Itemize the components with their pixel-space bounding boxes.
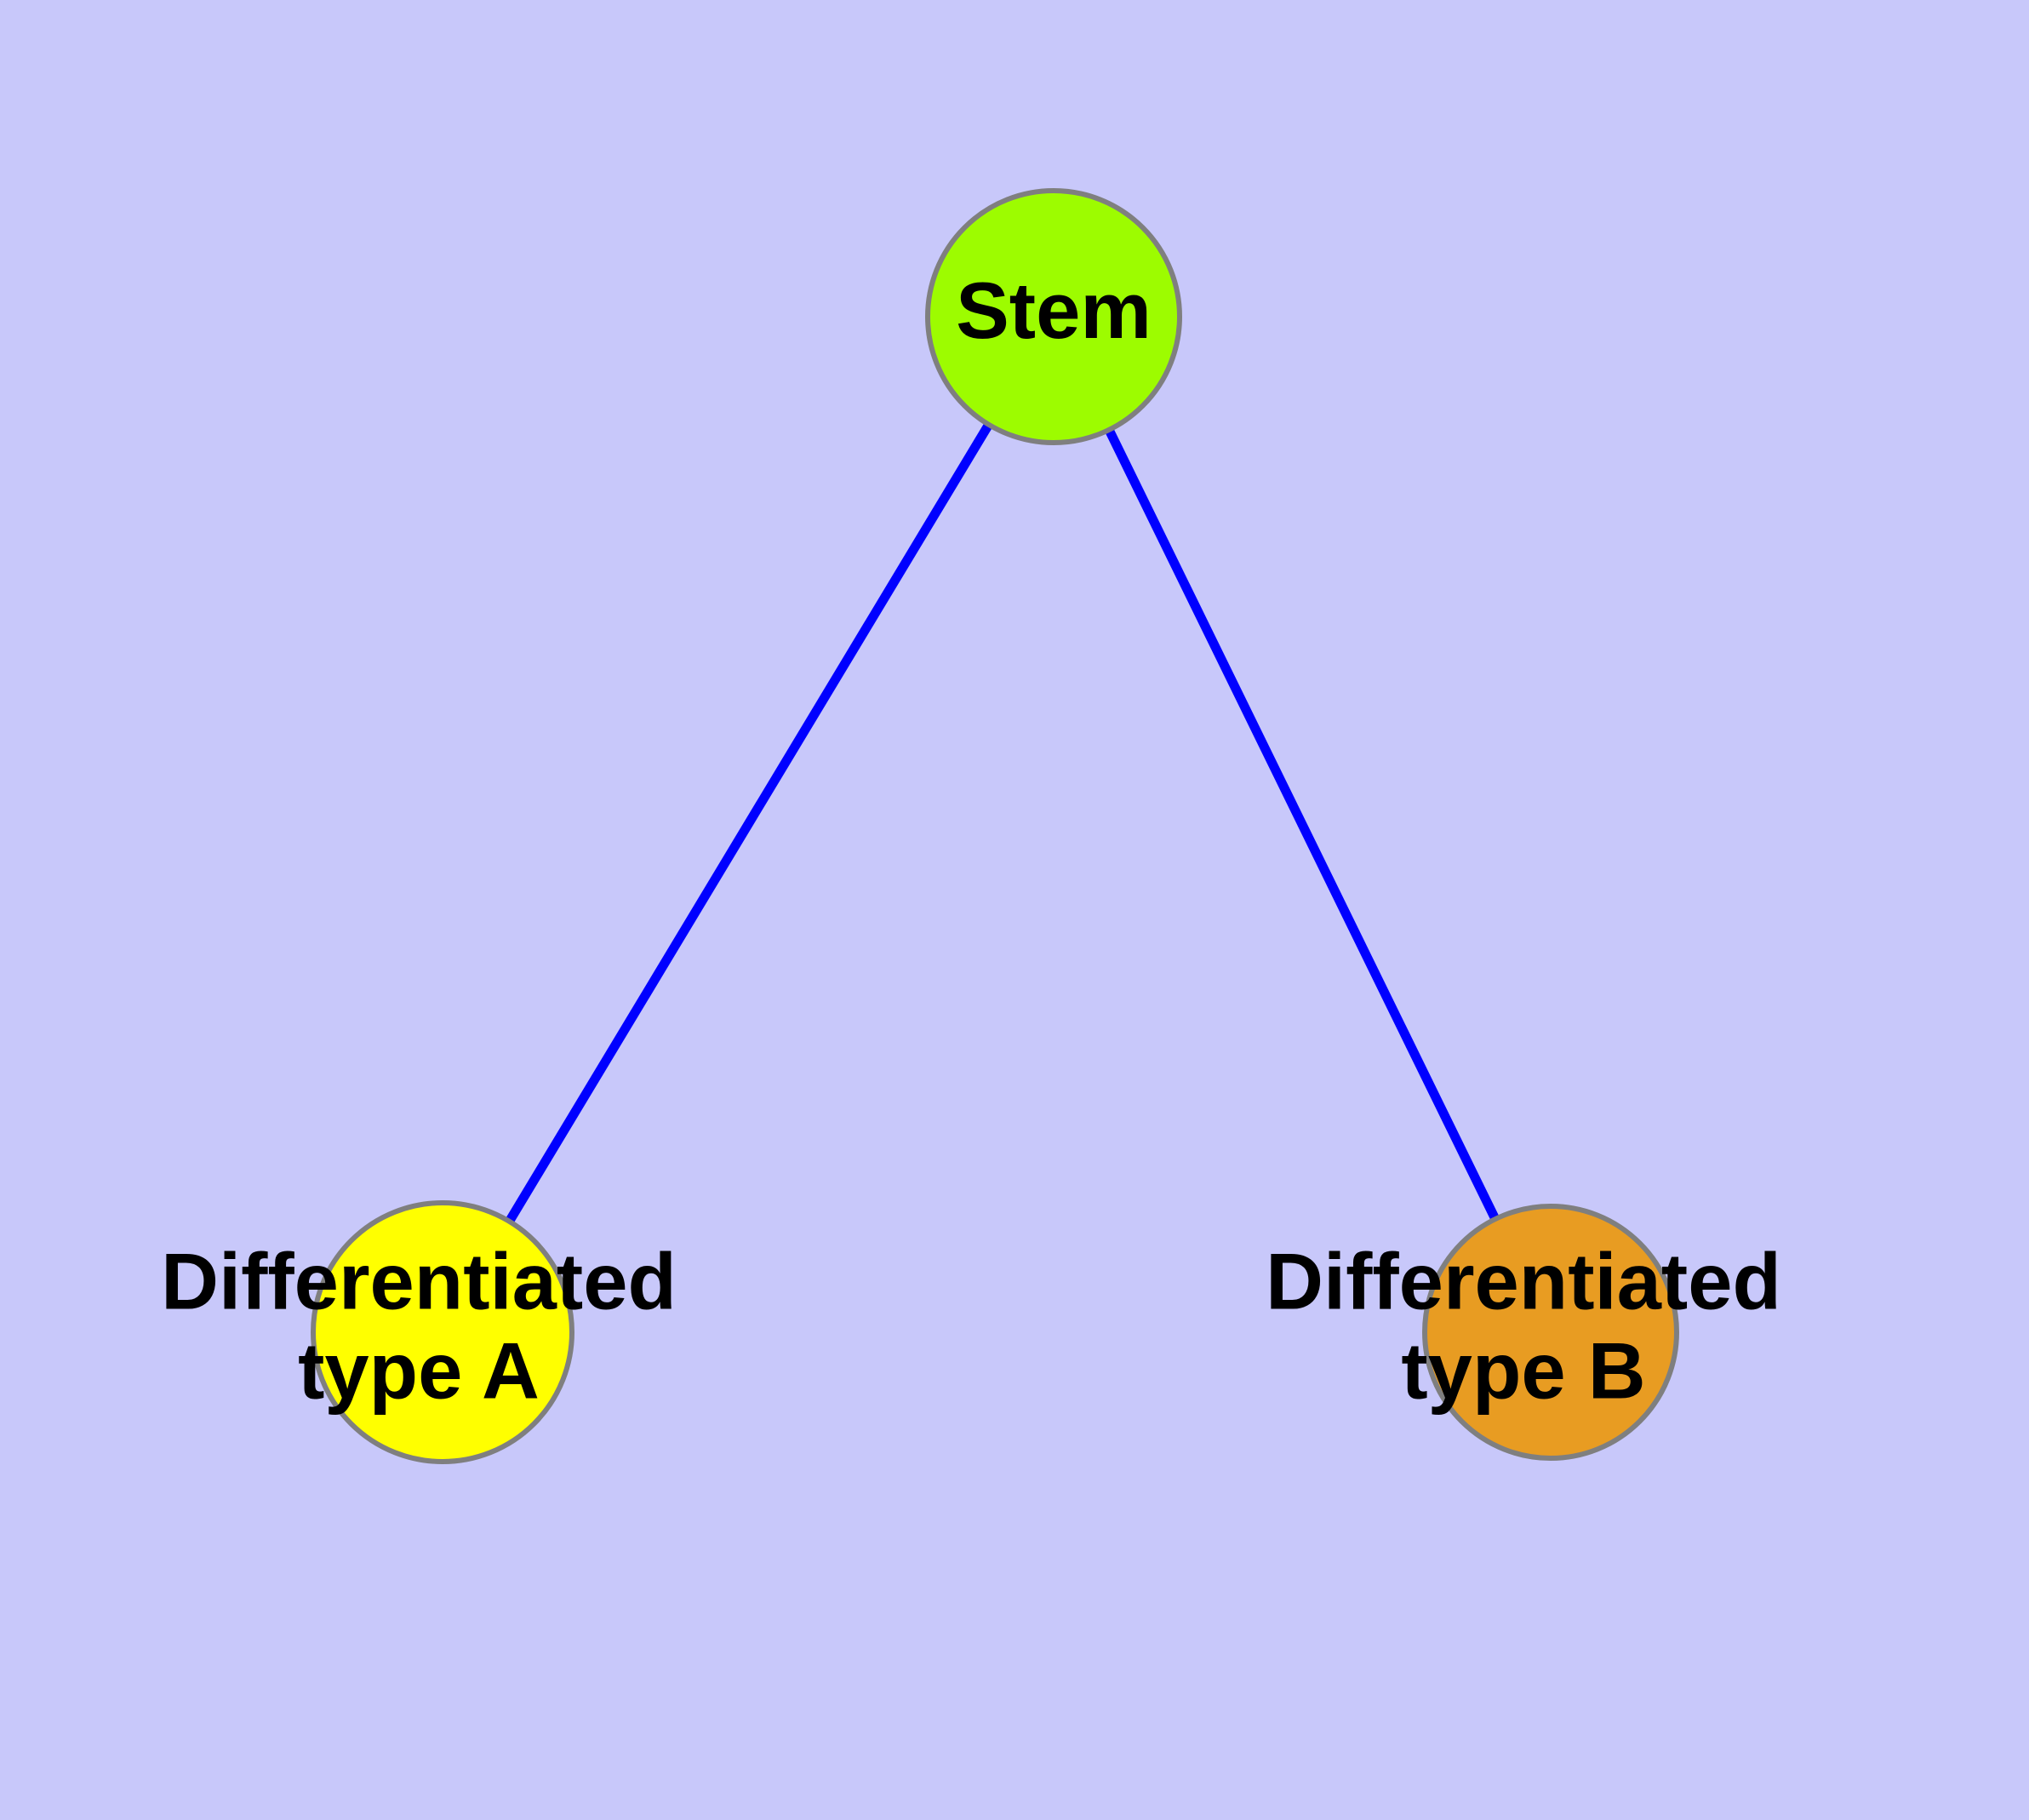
graph-node-diff_b[interactable] [1422, 1204, 1679, 1461]
node-label-line: type B [1401, 1325, 1645, 1415]
graph-edge-stem-diff_a[interactable] [438, 314, 1058, 1335]
node-label-line: Differentiated [1266, 1236, 1781, 1325]
graph-node-stem[interactable] [925, 188, 1182, 445]
graph-node-diff_a[interactable] [311, 1200, 574, 1464]
node-label-line: Stem [956, 266, 1152, 355]
node-label-line: Differentiated [161, 1236, 677, 1325]
node-label-line: type A [298, 1325, 540, 1415]
edges-layer [438, 314, 1555, 1335]
node-label-stem: Stem [956, 266, 1152, 355]
graph-edge-stem-diff_b[interactable] [1049, 314, 1555, 1335]
nodes-layer [311, 188, 1679, 1464]
